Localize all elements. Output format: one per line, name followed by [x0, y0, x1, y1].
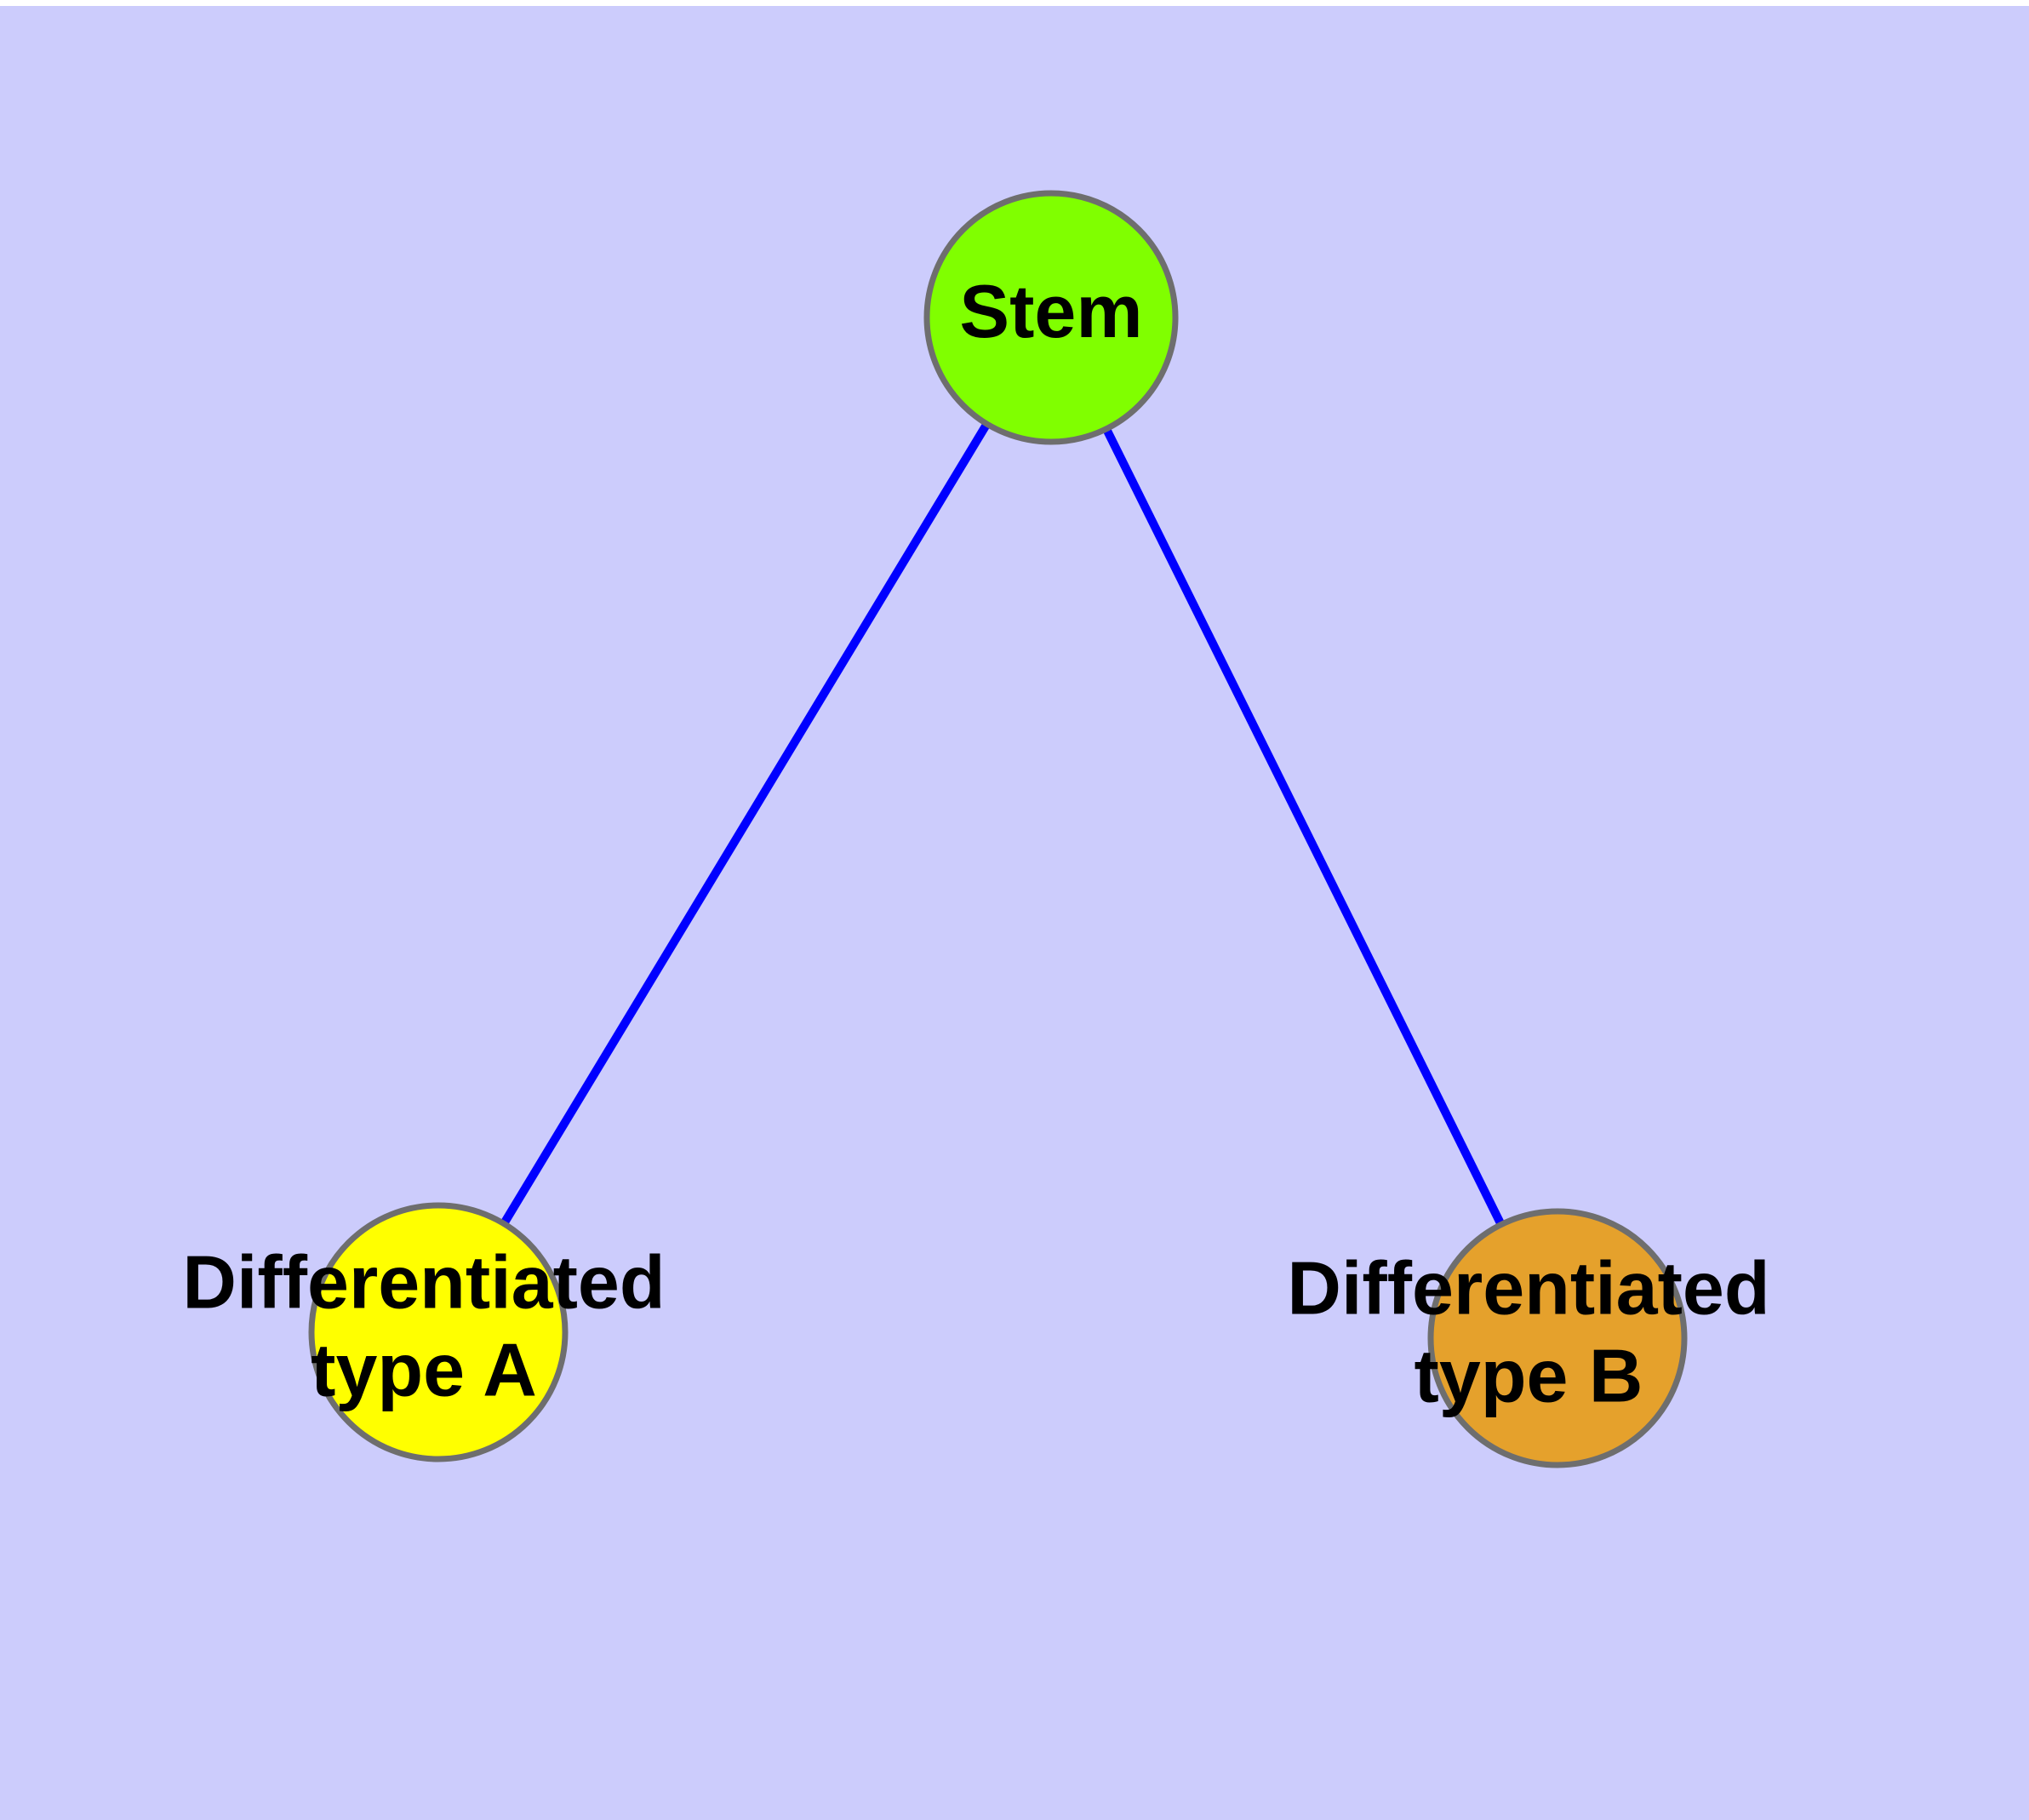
node-label-line: type A	[311, 1328, 537, 1412]
nodes-layer	[308, 190, 1688, 1468]
edges-layer	[498, 418, 1507, 1230]
node-label-line: type B	[1415, 1334, 1643, 1418]
edge-stem-diff-a[interactable]	[498, 418, 992, 1229]
node-label-stem: Stem	[959, 269, 1142, 353]
node-label-line: Differentiated	[1287, 1246, 1769, 1331]
node-circle-diff_a[interactable]	[308, 1202, 569, 1462]
edge-stem-diff-b[interactable]	[1100, 423, 1507, 1230]
node-circle-diff_b[interactable]	[1427, 1208, 1688, 1468]
node-label-line: Stem	[959, 269, 1142, 353]
node-circle-stem[interactable]	[923, 190, 1179, 445]
node-label-line: Differentiated	[182, 1240, 665, 1325]
